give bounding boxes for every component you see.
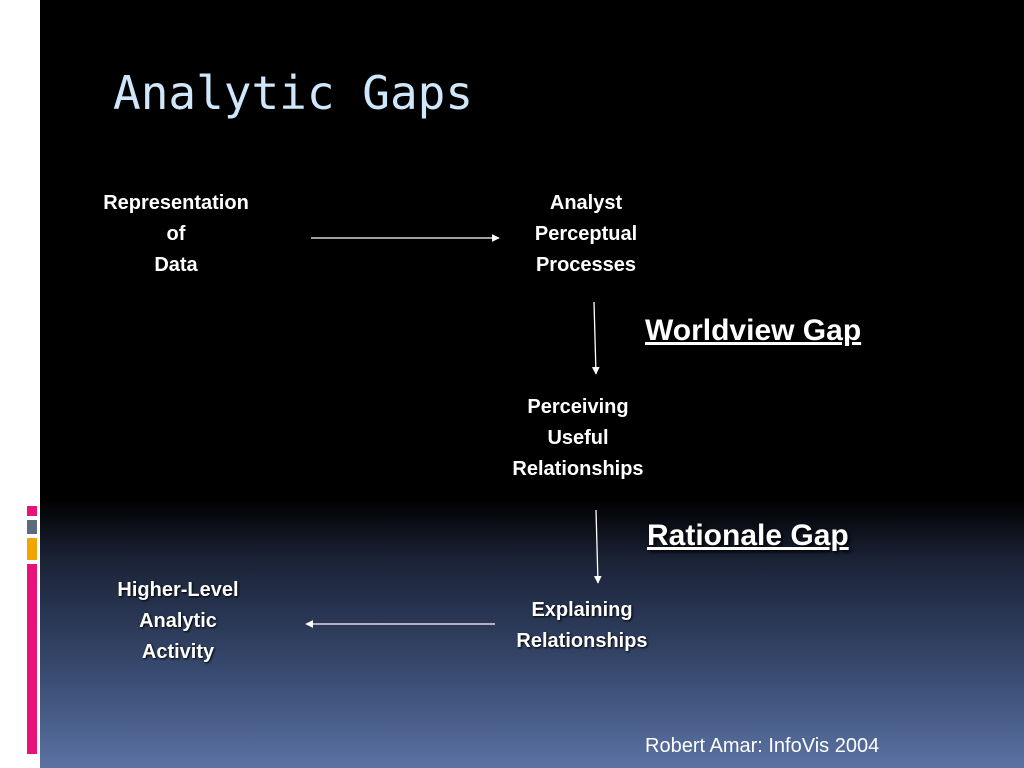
node-line: Relationships (512, 458, 644, 480)
node-line: Higher-Level (117, 579, 239, 601)
node-line: Perceptual (534, 223, 638, 245)
strip-bar-gray (27, 520, 37, 534)
left-decorative-strip (0, 0, 40, 768)
node-line: Relationships (516, 630, 648, 652)
node-line: Representation (103, 192, 249, 214)
arrow-analyst-to-perceiving (591, 301, 600, 375)
node-perceiving-useful-relationships: Perceiving Useful Relationships (488, 392, 668, 485)
rationale-gap-label: Rationale Gap (647, 519, 849, 552)
node-line: Perceiving (527, 396, 629, 418)
node-representation-of-data: Representation of Data (86, 188, 266, 281)
node-line: of (166, 223, 186, 245)
node-line: Useful (547, 427, 609, 449)
node-line: Activity (141, 641, 215, 663)
worldview-gap-label: Worldview Gap (645, 314, 862, 347)
strip-bar-pink-long (27, 564, 37, 754)
slide-title: Analytic Gaps (113, 66, 474, 120)
strip-bar-pink-top (27, 506, 37, 516)
node-line: Analyst (549, 192, 623, 214)
strip-bar-orange (27, 538, 37, 560)
node-line: Explaining (531, 599, 633, 621)
slide-credit: Robert Amar: InfoVis 2004 (645, 735, 880, 757)
node-line: Data (154, 254, 198, 276)
arrow-perceiving-to-explaining (593, 509, 602, 584)
node-line: Analytic (139, 610, 217, 632)
node-explaining-relationships: Explaining Relationships (492, 595, 672, 657)
node-analyst-perceptual-processes: Analyst Perceptual Processes (506, 188, 666, 281)
node-line: Processes (535, 254, 637, 276)
node-higher-level-analytic-activity: Higher-Level Analytic Activity (88, 575, 268, 668)
